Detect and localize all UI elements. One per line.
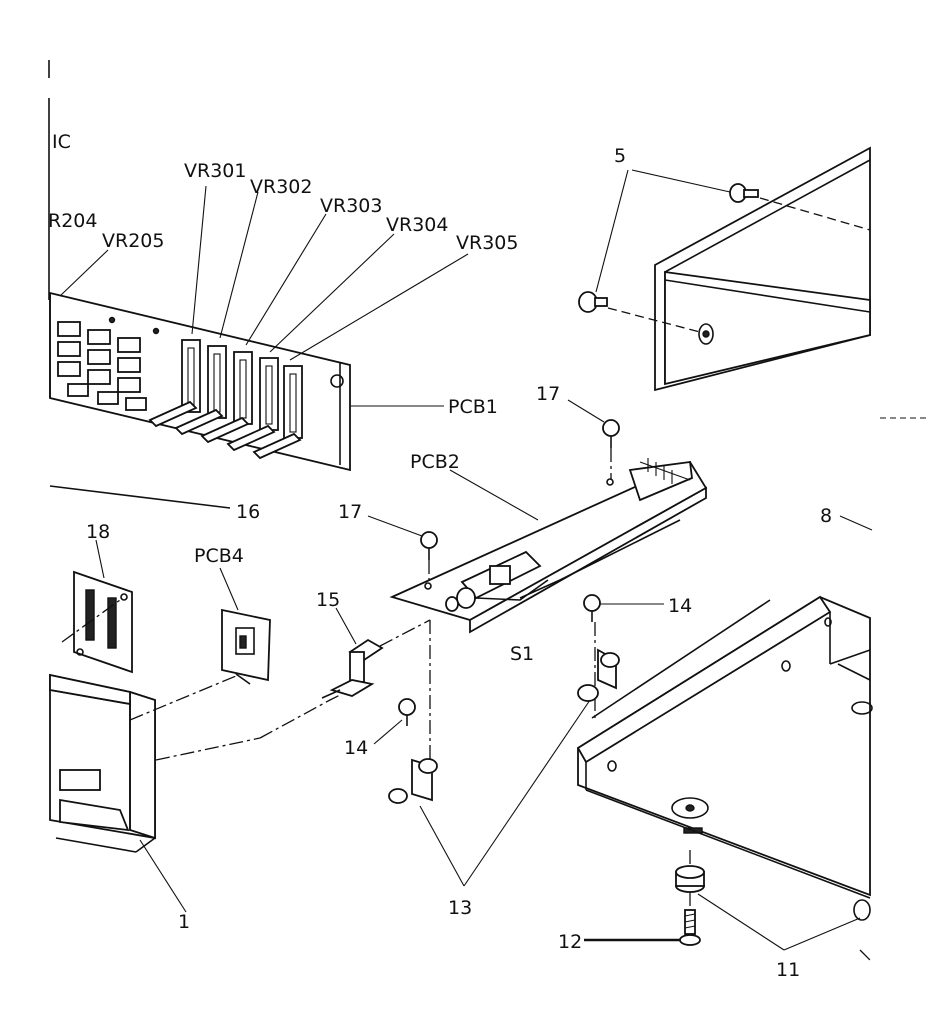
label-part-11: 11 bbox=[776, 959, 800, 981]
label-vr305: VR305 bbox=[456, 232, 518, 254]
label-part-8: 8 bbox=[820, 505, 832, 527]
switch-s1 bbox=[445, 550, 549, 612]
pcb4-board bbox=[221, 608, 271, 685]
front-panel-1 bbox=[49, 673, 156, 853]
label-part-1: 1 bbox=[178, 911, 190, 933]
bracket-18 bbox=[73, 570, 133, 674]
label-part-13: 13 bbox=[448, 897, 472, 919]
rubber-foot-11 bbox=[675, 865, 705, 893]
label-part-17-left: 17 bbox=[338, 501, 362, 523]
label-part-16: 16 bbox=[236, 501, 260, 523]
vr-slider-levers bbox=[148, 400, 302, 460]
screw-5-upper bbox=[729, 183, 759, 203]
label-part-14-right: 14 bbox=[668, 595, 692, 617]
screw-5-lower bbox=[578, 291, 608, 313]
label-pcb2: PCB2 bbox=[410, 451, 460, 473]
label-part-12: 12 bbox=[558, 931, 582, 953]
label-pcb1: PCB1 bbox=[448, 396, 498, 418]
top-right-chassis bbox=[654, 146, 871, 392]
label-pcb4: PCB4 bbox=[194, 545, 244, 567]
bracket-13-right bbox=[577, 648, 620, 702]
label-vr304: VR304 bbox=[386, 214, 448, 236]
screw-17-right bbox=[602, 419, 620, 448]
connector-15 bbox=[321, 638, 384, 699]
label-part-15: 15 bbox=[316, 589, 340, 611]
label-r204: R204 bbox=[48, 210, 97, 232]
screw-17-left bbox=[420, 531, 438, 560]
label-part-17-right: 17 bbox=[536, 383, 560, 405]
pcb1-ic-components bbox=[57, 321, 147, 411]
label-vr205: VR205 bbox=[102, 230, 164, 252]
screw-14-left bbox=[398, 698, 416, 726]
callout-labels: IC R204 VR205 VR301 VR302 VR303 VR304 VR… bbox=[48, 131, 832, 981]
label-ic: IC bbox=[52, 131, 71, 153]
label-vr301: VR301 bbox=[184, 160, 246, 182]
pcb2-board bbox=[389, 458, 708, 634]
bracket-13-left bbox=[388, 758, 438, 804]
label-s1: S1 bbox=[510, 643, 534, 665]
label-part-5: 5 bbox=[614, 145, 626, 167]
leader-lines bbox=[59, 169, 873, 951]
screw-14-right bbox=[583, 594, 601, 622]
label-part-14-left: 14 bbox=[344, 737, 368, 759]
label-part-18: 18 bbox=[86, 521, 110, 543]
label-vr303: VR303 bbox=[320, 195, 382, 217]
pcb1-board bbox=[49, 291, 351, 472]
screw-12 bbox=[679, 909, 701, 946]
bottom-chassis bbox=[576, 595, 873, 921]
label-vr302: VR302 bbox=[250, 176, 312, 198]
